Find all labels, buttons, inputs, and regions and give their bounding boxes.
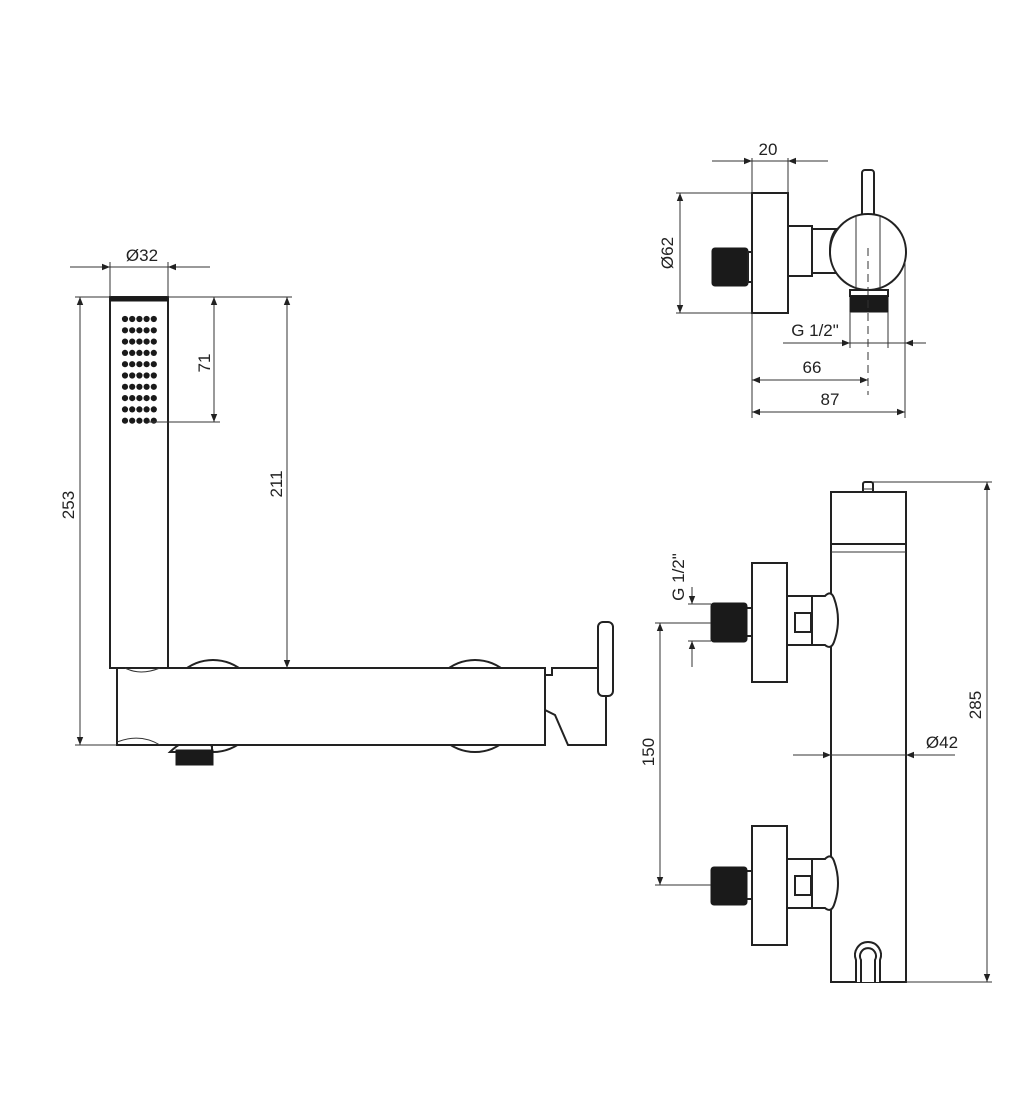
nozzle-dot: [143, 406, 150, 413]
nozzle-dot: [121, 315, 129, 323]
nozzle-dot: [136, 383, 143, 390]
nozzle-dot: [150, 338, 157, 345]
nozzle-dot: [150, 349, 157, 356]
inlet-nut: [710, 602, 748, 643]
nozzle-dot: [150, 395, 157, 402]
inlet-lower: [710, 825, 839, 946]
dim-thread: G 1/2": [791, 321, 839, 340]
nozzle-dot: [129, 361, 136, 368]
top-view: 20 Ø62 G 1/2" 66 87: [658, 140, 926, 418]
nozzle-dot: [150, 417, 157, 424]
nozzle-dot: [121, 406, 129, 413]
nozzle-dot: [121, 338, 129, 345]
mixer-body: [116, 667, 546, 746]
nozzle-dot: [121, 327, 129, 334]
nozzle-dot: [136, 327, 143, 334]
nozzle-dot: [129, 417, 136, 424]
nozzle-dot: [143, 372, 150, 379]
nozzle-dot: [150, 372, 157, 379]
dim-total-height: 253: [59, 491, 78, 519]
nozzle-dot: [129, 338, 136, 345]
outlet-nut: [175, 749, 214, 766]
inlet-nut: [711, 247, 749, 287]
nozzle-dot: [143, 349, 150, 356]
dim-rosette-diameter: Ø62: [658, 237, 677, 269]
nozzle-dot: [150, 315, 157, 323]
rosette: [751, 192, 789, 314]
inlet-upper: [710, 562, 839, 683]
dim-inlet-spacing: 150: [639, 738, 658, 766]
nozzle-dot: [121, 417, 129, 424]
nozzle-dot: [129, 349, 136, 356]
nozzle-dot: [136, 372, 143, 379]
nozzle-dot: [121, 349, 129, 356]
nozzle-dot: [143, 383, 150, 390]
inlet-nut: [710, 866, 748, 906]
spray-nozzles: [121, 315, 157, 424]
nozzle-dot: [143, 327, 150, 334]
side-view: Ø32 71 211 253: [59, 246, 614, 766]
shower-head-edge: [109, 296, 169, 302]
outlet-nut: [849, 295, 889, 313]
nozzle-dot: [121, 383, 129, 390]
nozzle-dot: [143, 315, 150, 323]
hand-shower: [109, 296, 169, 669]
nozzle-dot: [136, 395, 143, 402]
thermostat-cap: [830, 491, 907, 545]
front-view: G 1/2" 150 Ø42 285: [639, 481, 992, 983]
dim-spray-length: 71: [195, 354, 214, 373]
dim-body-diameter: Ø42: [926, 733, 958, 752]
nozzle-dot: [129, 383, 136, 390]
nozzle-dot: [121, 372, 129, 379]
nozzle-dot: [150, 406, 157, 413]
dim-front-total-height: 285: [966, 691, 985, 719]
mixer-column: [830, 543, 907, 983]
lever-icon: [597, 621, 614, 697]
nozzle-dot: [136, 349, 143, 356]
dim-rosette-depth: 20: [759, 140, 778, 159]
nozzle-dot: [136, 361, 143, 368]
nozzle-dot: [143, 395, 150, 402]
handle-base: [544, 667, 607, 746]
dim-body-to-top: 211: [267, 470, 286, 497]
dim-shower-diameter: Ø32: [126, 246, 158, 265]
nozzle-dot: [129, 315, 136, 323]
nozzle-dot: [121, 361, 129, 368]
nozzle-dot: [129, 395, 136, 402]
nozzle-dot: [136, 406, 143, 413]
dim-front-thread: G 1/2": [669, 553, 688, 601]
connector: [787, 225, 813, 277]
nozzle-dot: [121, 395, 129, 402]
lever-icon: [861, 169, 875, 219]
nozzle-dot: [136, 315, 143, 323]
nozzle-dot: [129, 406, 136, 413]
dim-total-depth: 87: [821, 390, 840, 409]
nozzle-dot: [129, 372, 136, 379]
nozzle-dot: [150, 383, 157, 390]
nozzle-dot: [136, 338, 143, 345]
nozzle-dot: [150, 361, 157, 368]
nozzle-dot: [129, 327, 136, 334]
nozzle-dot: [143, 417, 150, 424]
nozzle-dot: [143, 361, 150, 368]
nozzle-dot: [143, 338, 150, 345]
nozzle-dot: [150, 327, 157, 334]
nozzle-dot: [136, 417, 143, 424]
dim-outlet-distance: 66: [803, 358, 822, 377]
